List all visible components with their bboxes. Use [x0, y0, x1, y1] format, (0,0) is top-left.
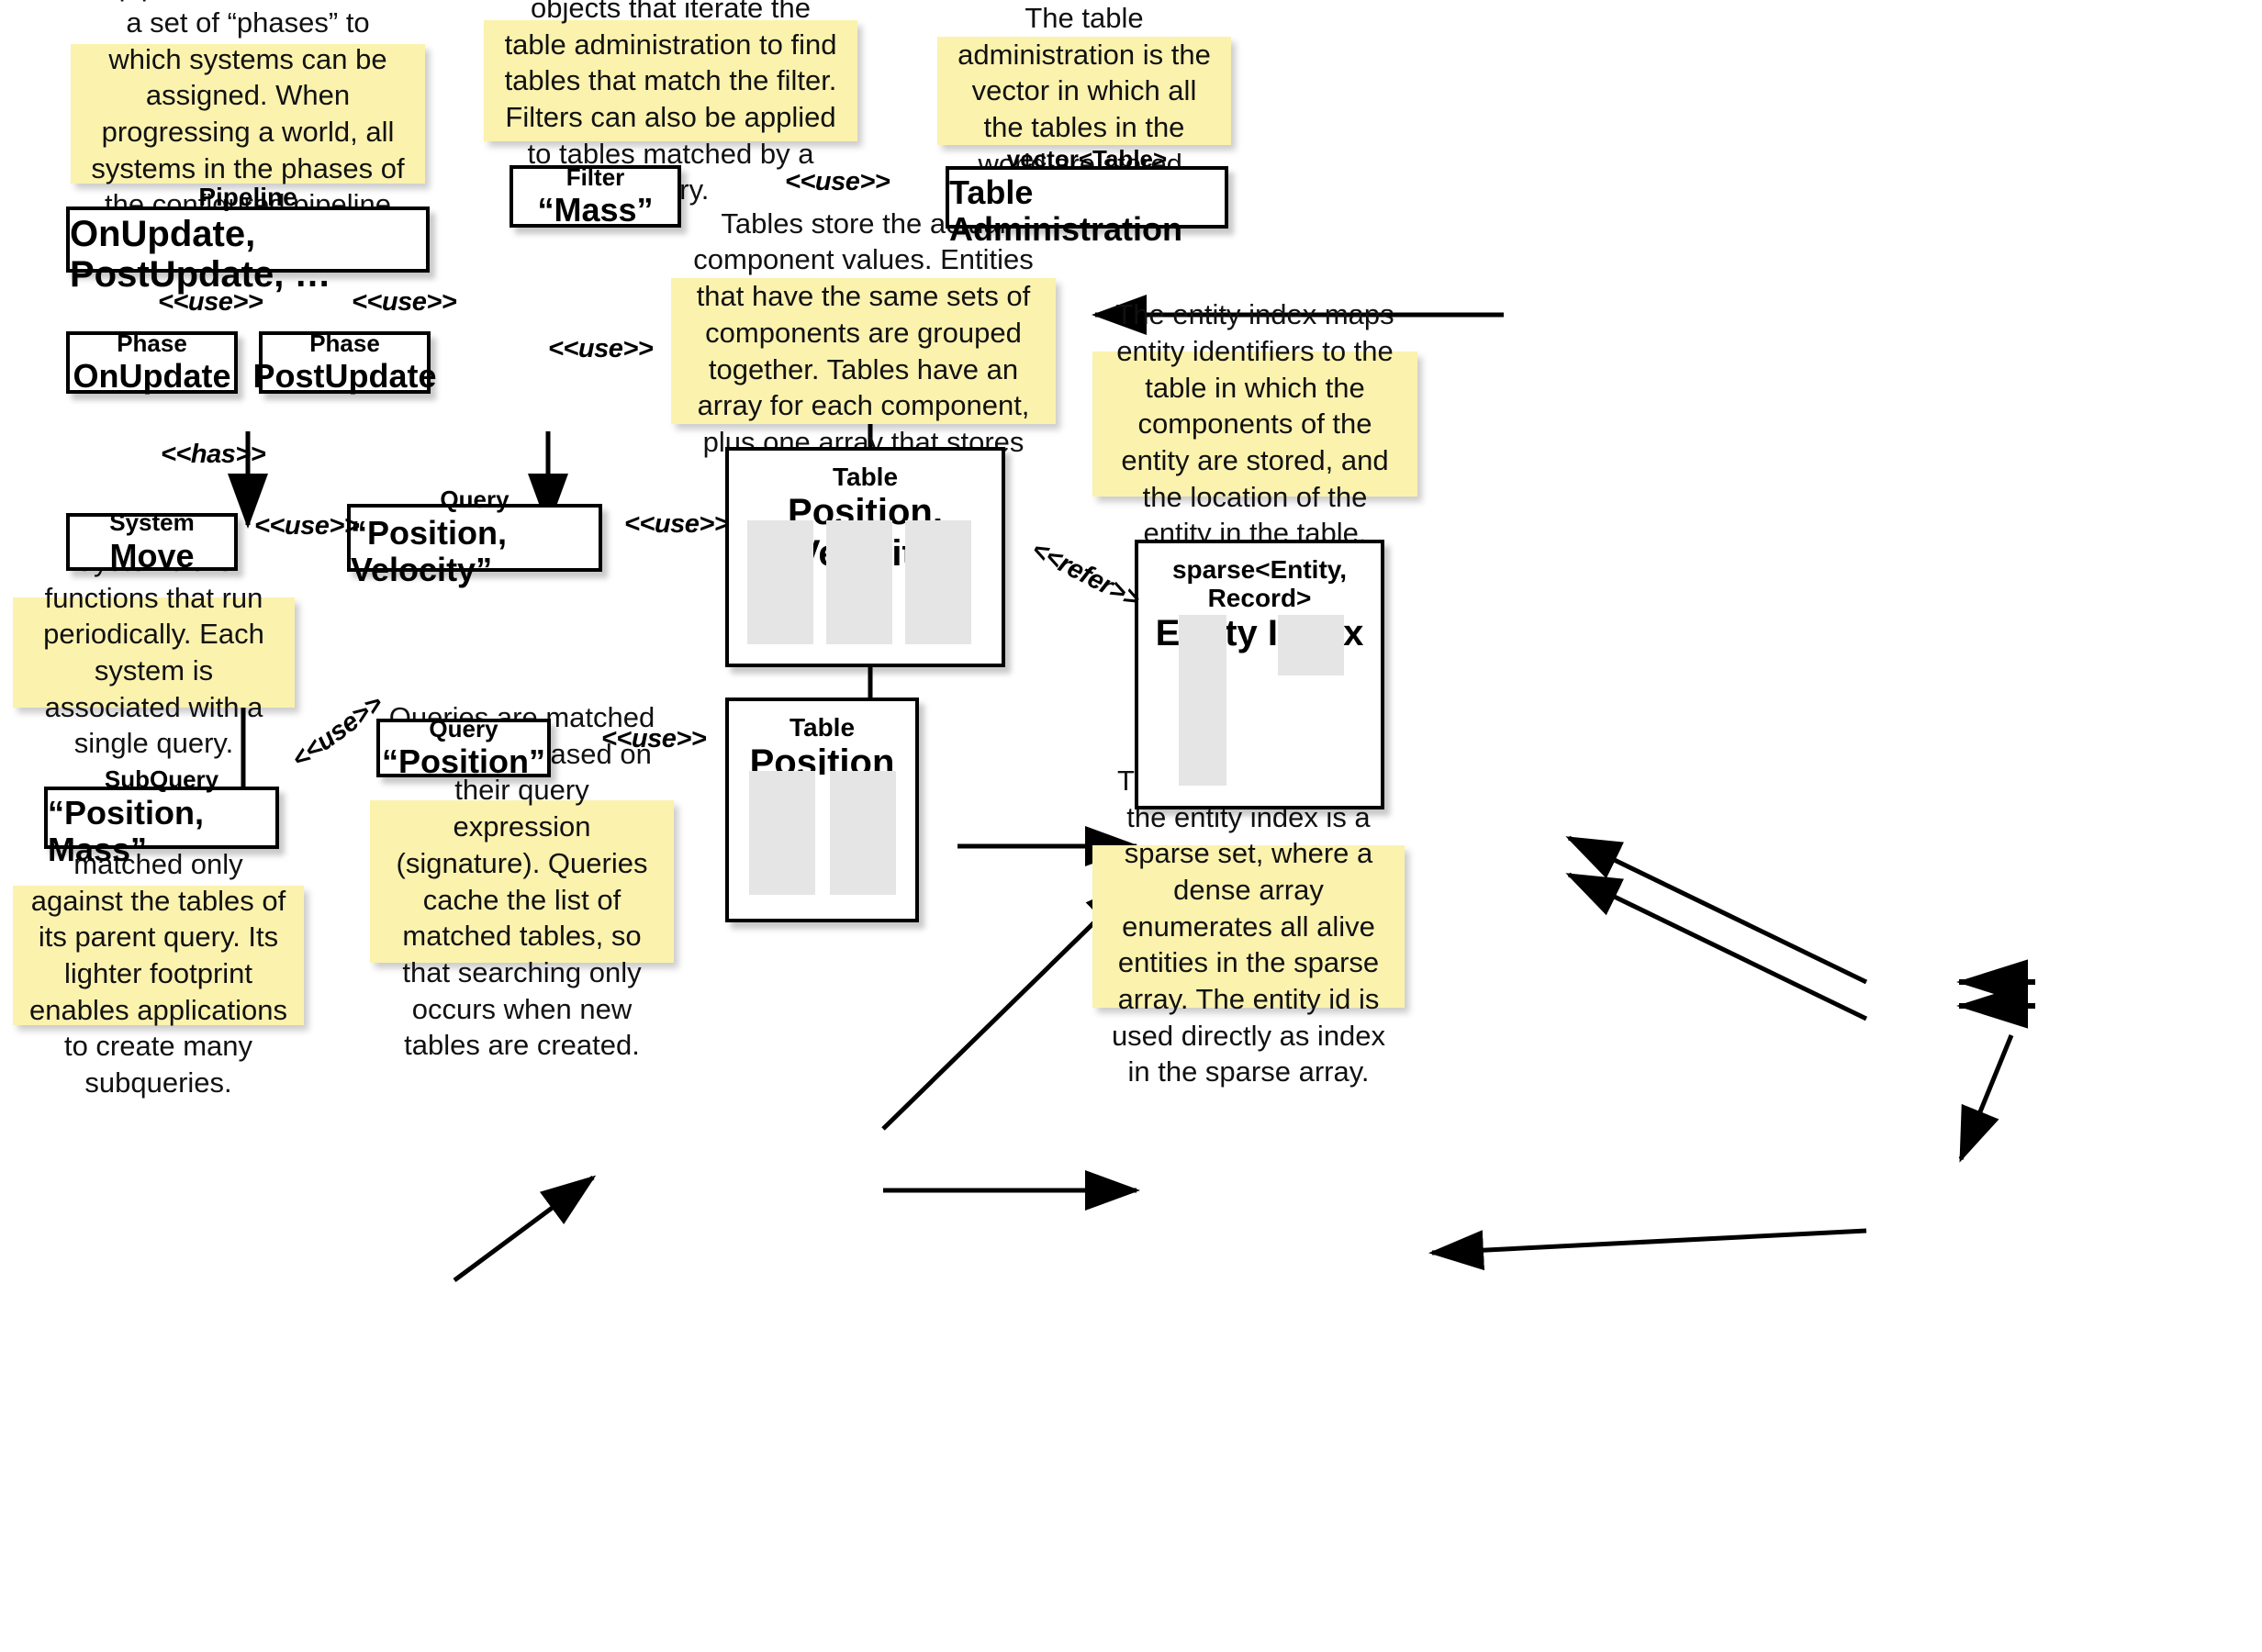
- note-table: Tables store the actual component values…: [671, 207, 1056, 495]
- edge-label-query-use-filter: <<use>>: [548, 334, 654, 363]
- box-phase-onupdate[interactable]: Phase OnUpdate: [66, 329, 238, 396]
- entity-index-sparse-array: [1179, 615, 1226, 786]
- entity-index[interactable]: sparse<Entity, Record> Entity Index: [1135, 540, 1384, 809]
- note-filter-text: Filters are stateless objects that itera…: [504, 0, 837, 206]
- edge-label-tableadmin-use-filter: <<use>>: [785, 167, 890, 196]
- note-subquery-text: A subquery is matched only against the t…: [29, 811, 287, 1099]
- note-entity-index-text: The entity index maps entity identifiers…: [1115, 298, 1394, 550]
- box-query-position-velocity-stereotype: Query: [440, 486, 510, 514]
- box-query-position-stereotype: Query: [429, 714, 498, 742]
- box-filter-mass[interactable]: Filter “Mass”: [510, 162, 681, 229]
- edge-label-pipeline-onupdate: <<use>>: [158, 287, 263, 317]
- box-phase-onupdate-name: OnUpdate: [73, 357, 231, 396]
- table-position-velocity[interactable]: Table Position, Velocity: [725, 447, 1005, 667]
- note-subquery: A subquery is matched only against the t…: [13, 811, 304, 1099]
- table-position-velocity-stereotype: Table: [832, 463, 899, 491]
- note-sparse-set: The data structure of the entity index i…: [1092, 765, 1405, 1088]
- edge-label-pipeline-postupdate: <<use>>: [352, 287, 457, 317]
- box-subquery-position-mass-stereotype: SubQuery: [104, 765, 219, 794]
- box-pipeline[interactable]: Pipeline OnUpdate, PostUpdate, …: [66, 183, 430, 295]
- note-entity-index: The entity index maps entity identifiers…: [1092, 298, 1417, 549]
- box-phase-postupdate[interactable]: Phase PostUpdate: [252, 329, 436, 395]
- note-pipeline-text: A pipeline subscribes for a set of “phas…: [91, 0, 405, 257]
- edge-label-query-pv-use-table: <<use>>: [624, 509, 730, 539]
- box-pipeline-name: OnUpdate, PostUpdate, …: [70, 213, 331, 296]
- note-system: Systems are functions that run periodica…: [13, 545, 295, 759]
- box-query-position-name: “Position”: [382, 742, 545, 781]
- box-table-administration-name: Table Administration: [949, 173, 1183, 249]
- table-column: [830, 771, 896, 895]
- note-table-administration: The table administration is the vector i…: [937, 2, 1231, 180]
- box-system-move[interactable]: System Move: [66, 509, 238, 574]
- box-system-move-name: Move: [109, 536, 195, 575]
- note-pipeline: A pipeline subscribes for a set of “phas…: [71, 0, 425, 257]
- box-subquery-position-mass-name: “Position, Mass”: [48, 793, 204, 869]
- entity-index-header: sparse<Entity, Record> Entity Index: [1138, 543, 1381, 654]
- table-column: [749, 771, 815, 895]
- box-query-position[interactable]: Query “Position”: [376, 714, 551, 781]
- table-column: [905, 520, 971, 644]
- table-column: [747, 520, 813, 644]
- box-filter-mass-stereotype: Filter: [566, 162, 625, 191]
- edge-label-subquery-use-query: <<use>>: [286, 688, 389, 775]
- edge-label-query-p-use-table: <<use>>: [601, 724, 707, 753]
- box-phase-postupdate-name: PostUpdate: [252, 357, 437, 396]
- box-table-administration[interactable]: vector<Table> Table Administration: [946, 146, 1228, 248]
- box-pipeline-stereotype: Pipeline: [198, 182, 297, 211]
- edge-label-system-use-query: <<use>>: [254, 511, 360, 541]
- box-table-administration-stereotype: vector<Table>: [1006, 145, 1168, 173]
- entity-index-dense-array: [1278, 615, 1344, 675]
- entity-index-name: Entity Index: [1155, 612, 1364, 653]
- box-phase-onupdate-stereotype: Phase: [117, 329, 187, 357]
- box-filter-mass-name: “Mass”: [537, 191, 654, 229]
- table-column: [826, 520, 892, 644]
- box-query-position-velocity[interactable]: Query “Position, Velocity”: [347, 486, 602, 588]
- table-position-stereotype: Table: [789, 713, 856, 742]
- box-query-position-velocity-name: “Position, Velocity”: [351, 513, 507, 589]
- edge-label-system-has-phase: <<has>>: [161, 440, 266, 469]
- entity-index-stereotype: sparse<Entity, Record>: [1171, 555, 1348, 612]
- note-query: Queries are matched with tables based on…: [370, 701, 674, 1061]
- note-filter: Filters are stateless objects that itera…: [484, 0, 857, 206]
- box-phase-postupdate-stereotype: Phase: [309, 329, 380, 357]
- note-system-text: Systems are functions that run periodica…: [43, 545, 264, 760]
- box-subquery-position-mass[interactable]: SubQuery “Position, Mass”: [44, 766, 279, 868]
- box-system-move-stereotype: System: [109, 508, 195, 537]
- table-position[interactable]: Table Position: [725, 698, 919, 922]
- note-sparse-set-text: The data structure of the entity index i…: [1111, 765, 1386, 1088]
